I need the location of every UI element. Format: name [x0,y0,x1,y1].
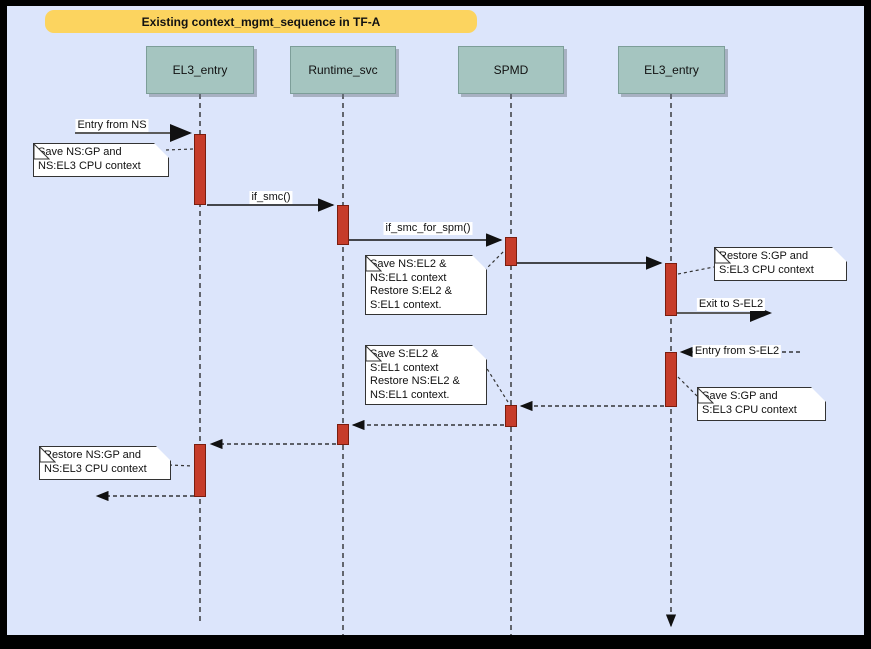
note-fold-icon [366,256,382,272]
note-fold-icon [40,447,56,463]
note-save-ns-el2: Save NS:EL2 & NS:EL1 context Restore S:E… [365,255,487,315]
message-label-if-smc-for-spm: if_smc_for_spm() [383,222,473,235]
note-line: Save NS:GP and [38,146,122,158]
activation-bar [337,205,349,245]
note-save-s-gp: Save S:GP and S:EL3 CPU context [697,387,826,421]
note-fold-icon [715,248,731,264]
note-line: S:EL3 CPU context [719,263,814,276]
note-fold-icon [698,388,714,404]
note-line: S:EL3 CPU context [702,403,797,416]
note-line: Restore NS:EL2 & [370,375,460,387]
note-line: NS:EL1 context. [370,388,450,401]
diagram-lines-layer [75,94,800,635]
participant-spmd: SPMD [458,46,564,94]
message-label-entry-from-ns: Entry from NS [75,119,149,132]
note-line: Restore S:GP and [719,250,809,262]
activation-bar [505,237,517,266]
activation-bar [194,134,206,205]
sequence-diagram: Existing context_mgmt_sequence in TF-A E… [7,6,864,635]
participant-runtime-svc: Runtime_svc [290,46,396,94]
participant-label: Runtime_svc [308,63,378,77]
message-label-if-smc: if_smc() [249,191,293,204]
activation-bar [665,263,677,316]
message-label-entry-from-s-el2: Entry from S-EL2 [692,345,782,358]
participant-el3-entry-1: EL3_entry [146,46,254,94]
note-connectors [165,148,715,467]
participant-el3-entry-2: EL3_entry [618,46,725,94]
note-restore-s-gp: Restore S:GP and S:EL3 CPU context [714,247,847,281]
note-line: Save S:EL2 & [370,348,439,360]
participant-label: SPMD [493,63,529,77]
participant-label: EL3_entry [644,63,699,77]
note-restore-ns-gp: Restore NS:GP and NS:EL3 CPU context [39,446,171,480]
connector-note-save-ns-gp [165,148,194,151]
connector-note-restore-ns-gp [168,464,194,467]
participant-label: EL3_entry [172,63,228,77]
activation-bar [337,424,349,445]
activation-bar [665,352,677,407]
connector-note-save-s-el2 [483,363,509,403]
activation-bar [194,444,206,497]
connector-note-restore-s-gp [677,266,715,275]
note-line: Restore S:EL2 & [370,285,452,297]
note-line: Restore NS:GP and [44,449,142,461]
note-fold-icon [366,346,382,362]
note-line: S:EL1 context [370,361,439,374]
note-line: Save S:GP and [702,390,778,402]
note-line: NS:EL3 CPU context [38,159,141,172]
connector-note-save-s-gp [677,376,698,397]
message-label-exit-to-s-el2: Exit to S-EL2 [696,298,766,311]
note-line: NS:EL1 context [370,271,447,284]
note-line: Save NS:EL2 & [370,258,447,270]
diagram-title: Existing context_mgmt_sequence in TF-A [45,10,477,33]
diagram-canvas: Existing context_mgmt_sequence in TF-A E… [7,6,864,635]
note-line: NS:EL3 CPU context [44,462,147,475]
connector-note-save-ns-el2 [483,250,505,272]
activation-bar [505,405,517,427]
note-save-s-el2: Save S:EL2 & S:EL1 context Restore NS:EL… [365,345,487,405]
note-save-ns-gp: Save NS:GP and NS:EL3 CPU context [33,143,169,177]
note-fold-icon [34,144,50,160]
note-line: S:EL1 context. [370,298,442,311]
